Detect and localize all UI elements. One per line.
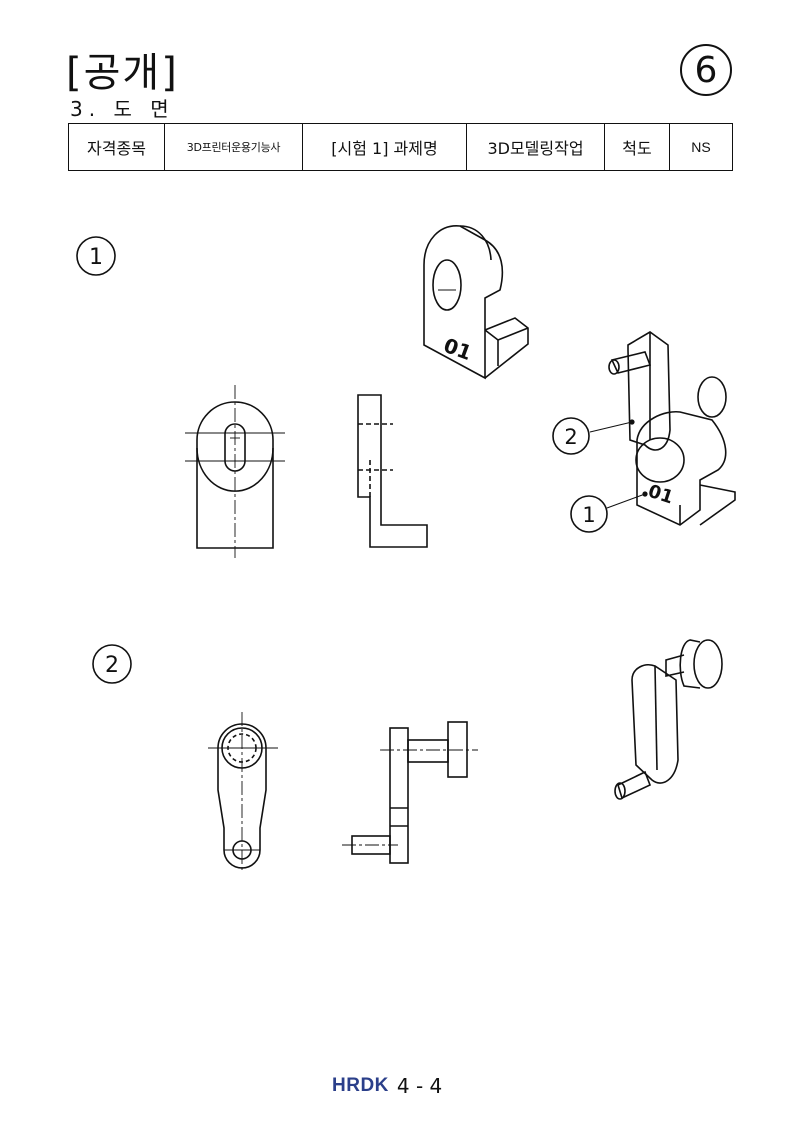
footer: HRDK 4 - 4 — [332, 1074, 442, 1098]
info-cell-scale-value: NS — [669, 123, 733, 171]
part-2-side-view — [342, 721, 478, 864]
page-badge: 6 — [680, 44, 732, 96]
info-cell-task-name: 3D모델링작업 — [466, 123, 605, 171]
part-1-isometric: 01 — [423, 225, 529, 380]
part-2-label: 2 — [92, 644, 132, 684]
svg-text:2: 2 — [105, 653, 119, 678]
info-cell-qualification: 자격종목 — [68, 123, 165, 171]
callout-1: 1 — [582, 503, 595, 527]
part-1-front-view — [185, 385, 285, 558]
page-number: 4 - 4 — [396, 1074, 443, 1098]
part-1-side-view — [357, 394, 428, 548]
callout-2: 2 — [564, 425, 577, 449]
section-heading: 3. 도 면 — [70, 97, 175, 121]
info-table: 자격종목 3D프린터운용기능사 [시험 1] 과제명 3D모델링작업 척도 NS — [68, 123, 733, 171]
info-cell-task-label: [시험 1] 과제명 — [302, 123, 467, 171]
hrdk-logo: HRDK — [332, 1075, 389, 1096]
part-2-front-view — [208, 712, 278, 872]
info-cell-subject: 3D프린터운용기능사 — [164, 123, 303, 171]
part-1-engraving: 01 — [441, 333, 475, 365]
part-1-label: 1 — [76, 236, 116, 276]
svg-text:1: 1 — [89, 245, 103, 270]
assembly-isometric: 01 2 1 — [552, 331, 736, 533]
page-title: [공개] — [66, 50, 179, 96]
part-2-isometric — [614, 639, 723, 800]
assembly-engraving: 01 — [645, 481, 675, 509]
